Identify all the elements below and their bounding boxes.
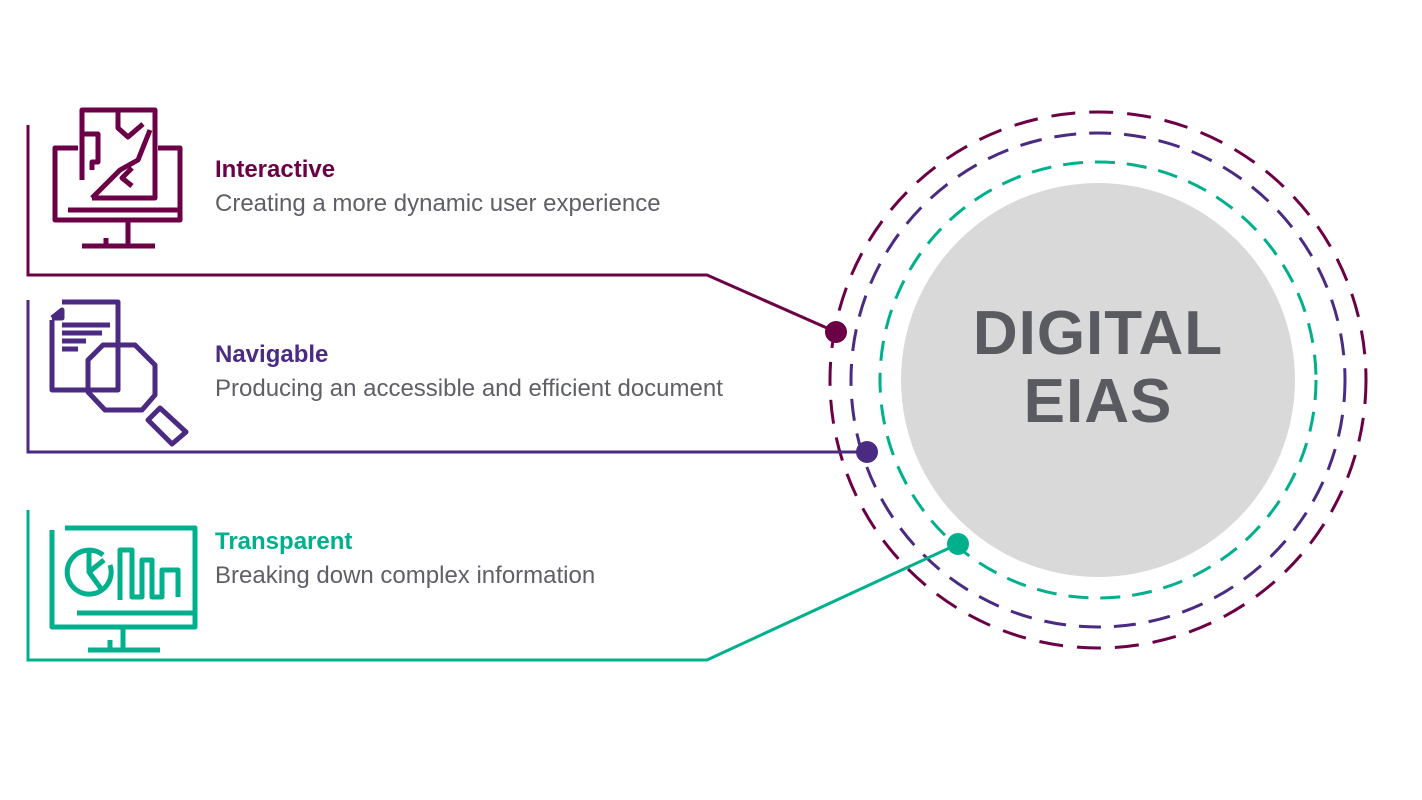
feature-title: Transparent [215,528,353,555]
connector-interactive [26,125,837,334]
feature-subtitle: Creating a more dynamic user experience [215,190,661,217]
center-circle [901,183,1295,577]
monitor-chart-icon [49,525,198,653]
feature-title: Navigable [215,341,329,368]
document-magnifier-icon [49,299,189,447]
dot-transparent [947,533,969,555]
center-label: DIGITAL EIAS [948,300,1248,436]
ring-purple [849,131,1347,629]
center-label-line1: DIGITAL [972,299,1224,368]
feature-navigable: Navigable Producing an accessible and ef… [215,340,723,404]
dot-interactive [825,321,847,343]
monitor-map-icon [52,107,183,249]
ring-maroon [828,110,1368,650]
feature-subtitle: Producing an accessible and efficient do… [215,375,723,402]
feature-title: Interactive [215,156,336,183]
connector-transparent [26,510,959,662]
feature-interactive: Interactive Creating a more dynamic user… [215,155,661,219]
dot-navigable [856,441,878,463]
feature-subtitle: Breaking down complex information [215,562,596,589]
center-label-line2: EIAS [1023,367,1173,436]
connector-navigable [26,300,867,454]
ring-green [878,160,1318,600]
feature-transparent: Transparent Breaking down complex inform… [215,527,595,591]
